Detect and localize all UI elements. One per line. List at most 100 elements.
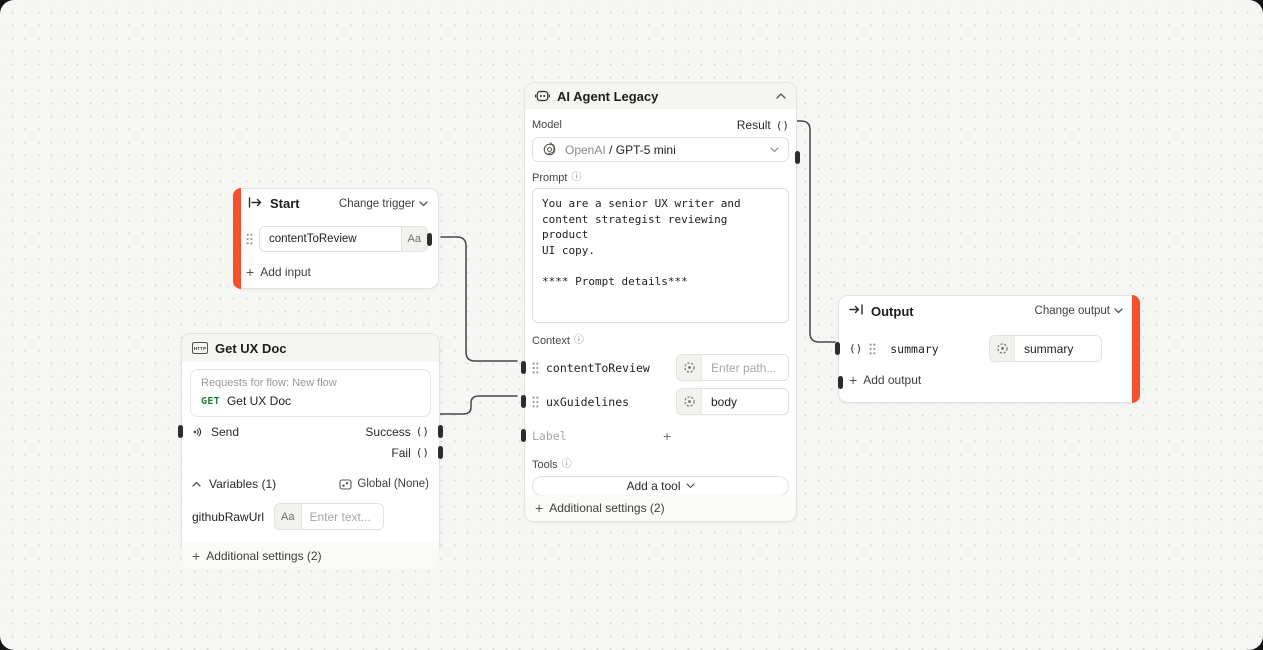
variable-name: githubRawUrl	[192, 509, 265, 524]
add-output-port[interactable]	[838, 376, 843, 389]
text-type-badge[interactable]: Aa	[275, 504, 302, 529]
fail-output-port[interactable]	[438, 446, 443, 459]
context-label: Context	[532, 335, 570, 347]
add-context-button[interactable]: +	[663, 428, 672, 444]
drag-handle-icon[interactable]	[869, 343, 876, 355]
output-node-header[interactable]: Output Change output	[839, 296, 1139, 326]
success-output-port[interactable]	[438, 425, 443, 438]
context-value[interactable]: body	[711, 394, 738, 409]
wire-success-to-uxguidelines	[436, 395, 518, 415]
start-accent-bar	[233, 188, 241, 289]
label-input-port[interactable]	[521, 429, 526, 442]
change-output-button[interactable]: Change output	[1035, 305, 1123, 317]
drag-handle-icon[interactable]	[246, 233, 253, 245]
model-row: Model Result ()	[532, 118, 800, 164]
robot-icon	[535, 90, 550, 102]
context-value-placeholder[interactable]: Enter path...	[711, 360, 777, 375]
info-icon: ⓘ	[571, 172, 582, 183]
chevron-down-icon	[1114, 308, 1123, 314]
context-key: contentToReview	[546, 360, 650, 375]
add-context-row: Label +	[521, 426, 789, 446]
http-icon: HTTP	[192, 342, 208, 354]
path-target-icon[interactable]	[990, 336, 1015, 361]
variable-input-placeholder[interactable]: Enter text...	[309, 509, 371, 524]
ai-agent-node[interactable]: AI Agent Legacy Model Result () OpenAI /…	[521, 82, 800, 522]
context-row-uxguidelines: uxGuidelines body	[521, 388, 789, 415]
label-placeholder[interactable]: Label	[532, 429, 567, 443]
output-key: summary	[890, 341, 939, 356]
info-icon: ⓘ	[573, 335, 584, 346]
http-additional-settings-button[interactable]: + Additional settings (2)	[182, 542, 439, 569]
openai-icon	[543, 142, 556, 156]
output-value-input[interactable]: summary	[989, 335, 1102, 362]
plus-icon: +	[246, 264, 255, 280]
http-node-header[interactable]: HTTP Get UX Doc	[182, 334, 439, 362]
success-output: Success ()	[365, 424, 429, 439]
add-input-button[interactable]: + Add input	[246, 264, 311, 280]
start-input-field[interactable]: contentToReview Aa	[259, 226, 428, 252]
text-type-badge[interactable]: Aa	[400, 227, 427, 251]
send-input-port[interactable]	[178, 425, 183, 438]
drag-handle-icon[interactable]	[532, 396, 539, 408]
output-type: ()	[849, 342, 863, 355]
context-value-input[interactable]: body	[676, 388, 789, 415]
output-node[interactable]: Output Change output () summary summary …	[835, 295, 1140, 403]
global-variables-button[interactable]: Global (None)	[339, 478, 429, 490]
variable-row: githubRawUrl Aa Enter text...	[182, 497, 439, 542]
agent-node-header[interactable]: AI Agent Legacy	[525, 83, 796, 109]
model-label: Model	[532, 119, 562, 131]
collapse-button[interactable]	[776, 93, 786, 99]
start-input-value[interactable]: contentToReview	[269, 233, 357, 245]
result-output: Result ()	[736, 118, 789, 132]
start-node-header[interactable]: Start Change trigger	[234, 189, 438, 218]
start-output-port[interactable]	[427, 233, 432, 246]
model-select[interactable]: OpenAI / GPT-5 mini	[532, 137, 789, 162]
path-target-icon[interactable]	[677, 355, 702, 380]
start-input-row: contentToReview Aa	[246, 226, 432, 252]
http-node[interactable]: HTTP Get UX Doc Requests for flow: New f…	[178, 333, 443, 569]
output-in-icon	[849, 302, 864, 320]
add-output-row: + Add output	[838, 372, 1129, 391]
output-value[interactable]: summary	[1024, 341, 1074, 356]
plus-icon: +	[192, 547, 201, 564]
summary-input-port[interactable]	[835, 342, 840, 355]
send-success-row: Send Success ()	[178, 421, 443, 442]
chevron-up-icon	[192, 481, 201, 487]
send-label: Send	[211, 424, 240, 439]
agent-additional-settings-button[interactable]: + Additional settings (2)	[525, 495, 796, 521]
fail-output: Fail ()	[391, 445, 429, 460]
prompt-textarea[interactable]: You are a senior UX writer and content s…	[532, 188, 789, 323]
uxguidelines-input-port[interactable]	[521, 395, 526, 408]
plus-icon: +	[535, 500, 544, 516]
tools-label-row: Tools ⓘ	[532, 459, 789, 471]
agent-node-title: AI Agent Legacy	[557, 88, 659, 104]
variable-input[interactable]: Aa Enter text...	[274, 503, 385, 530]
add-output-button[interactable]: + Add output	[849, 372, 922, 388]
send-label-group: Send	[192, 425, 239, 439]
prompt-label: Prompt	[532, 172, 568, 184]
variables-title: Variables (1)	[209, 477, 277, 491]
result-output-port[interactable]	[795, 151, 800, 164]
request-card[interactable]: Requests for flow: New flow GET Get UX D…	[190, 369, 431, 417]
trigger-in-icon	[248, 195, 263, 213]
prompt-label-row: Prompt ⓘ	[532, 172, 789, 184]
request-group-label: Requests for flow: New flow	[201, 377, 337, 389]
request-name: Get UX Doc	[226, 394, 291, 408]
contenttoreview-input-port[interactable]	[521, 361, 526, 374]
tools-label: Tools	[532, 459, 558, 471]
path-target-icon[interactable]	[677, 389, 702, 414]
context-value-input[interactable]: Enter path...	[676, 354, 789, 381]
add-tool-button[interactable]: Add a tool	[532, 476, 789, 496]
start-node[interactable]: Start Change trigger contentToReview Aa …	[233, 188, 439, 289]
agent-body: Model Result () OpenAI / GPT-5 mini Prom…	[521, 118, 800, 496]
context-label-row: Context ⓘ	[532, 335, 789, 347]
info-icon: ⓘ	[561, 459, 572, 470]
variables-header[interactable]: Variables (1) Global (None)	[182, 469, 439, 497]
change-trigger-button[interactable]: Change trigger	[339, 198, 428, 210]
drag-handle-icon[interactable]	[532, 362, 539, 374]
context-key: uxGuidelines	[546, 394, 630, 409]
send-icon	[193, 427, 202, 436]
wire-start-to-contenttoreview	[440, 236, 518, 362]
http-node-title: Get UX Doc	[215, 340, 287, 356]
